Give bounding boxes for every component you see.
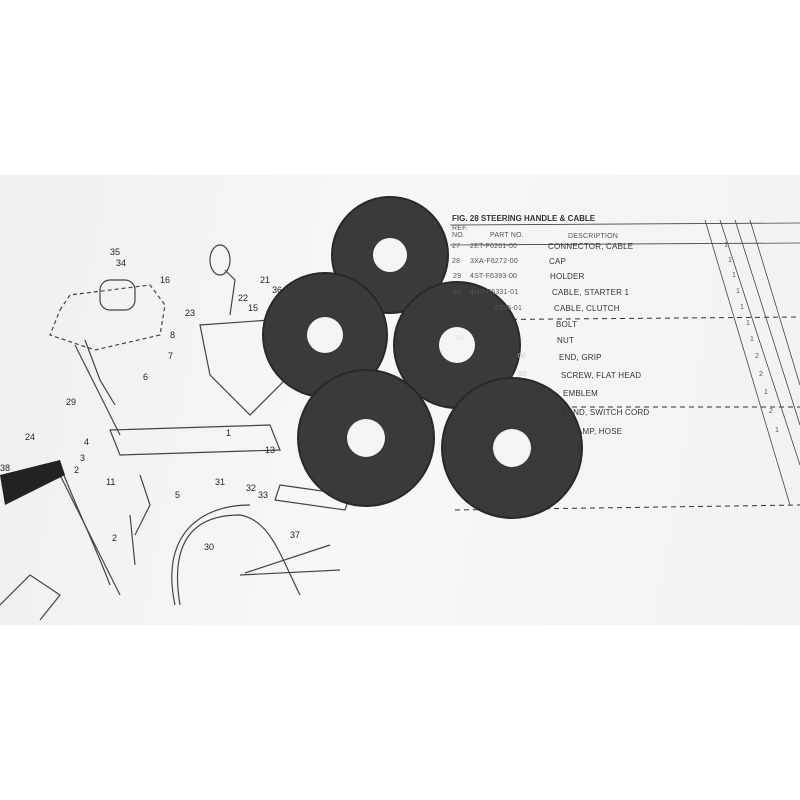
qty: 1: [750, 336, 755, 343]
callout: 2: [112, 533, 118, 543]
description: CABLE, STARTER 1: [552, 288, 630, 297]
callout: 23: [185, 308, 196, 318]
callout: 11: [106, 477, 116, 487]
description: EMBLEM: [563, 389, 598, 398]
qty: 1: [775, 427, 780, 434]
callout: 34: [116, 258, 127, 268]
header-ref: REF. NO.: [452, 225, 468, 239]
callout: 21: [260, 275, 271, 285]
qty: 1: [728, 257, 733, 264]
header-part: PART NO.: [490, 232, 524, 239]
description: NUT: [557, 336, 575, 345]
callout: 13: [265, 445, 276, 455]
qty: 1: [764, 389, 769, 396]
qty: 2: [759, 371, 764, 378]
callout: 4: [84, 437, 90, 447]
qty: 1: [724, 242, 729, 249]
callout: 22: [238, 293, 249, 303]
callout: 33: [258, 490, 269, 500]
description: CONNECTOR, CABLE: [548, 242, 634, 251]
callout: 24: [25, 432, 36, 442]
callout: 29: [66, 397, 77, 407]
qty: 1: [746, 320, 751, 327]
washers: [262, 196, 583, 519]
callout: 31: [215, 477, 226, 487]
callout: 1: [226, 428, 232, 438]
callout: 37: [290, 530, 301, 540]
callout: 2: [74, 465, 80, 475]
callout: 15: [248, 303, 259, 313]
description: BAND, SWITCH CORD: [562, 408, 650, 417]
ref: 29: [453, 273, 462, 280]
description: CAP: [549, 257, 567, 266]
qty: 1: [732, 272, 737, 279]
header-desc: DESCRIPTION: [568, 233, 619, 240]
callout: 32: [246, 483, 257, 493]
part-no: 2ET-F6261-00: [470, 243, 518, 250]
callout: 36: [272, 285, 283, 295]
description: BOLT: [556, 320, 578, 329]
callout: 8: [170, 330, 176, 340]
photo: FIG. 28 STEERING HANDLE & CABLE REF. NO.…: [0, 175, 800, 625]
description: HOLDER: [550, 272, 585, 281]
callout: 30: [204, 542, 215, 552]
qty: 2: [769, 408, 774, 415]
part-no: 4ST-F6393-00: [470, 273, 518, 280]
qty: 2: [755, 353, 760, 360]
ref: 27: [452, 243, 461, 250]
qty: 1: [736, 288, 741, 295]
callout: 3: [80, 453, 86, 463]
callout: 5: [175, 490, 181, 500]
callout: 35: [110, 247, 121, 257]
ref: 28: [452, 258, 461, 265]
qty: 1: [740, 304, 745, 311]
part-no: 3XA-F6272-00: [470, 258, 518, 265]
callout: 7: [168, 351, 174, 361]
description: CABLE, CLUTCH: [554, 304, 620, 313]
callout: 6: [143, 372, 149, 382]
part-no: 00: [518, 353, 527, 360]
part-no: 6335-01: [495, 305, 523, 312]
part-no: 4US-F6331-01: [470, 289, 519, 296]
figure-title: FIG. 28 STEERING HANDLE & CABLE: [452, 214, 596, 223]
description: END, GRIP: [559, 353, 602, 362]
description: AMP, HOSE: [577, 427, 623, 436]
ref: 30: [453, 289, 462, 296]
part-no: 30: [518, 371, 527, 378]
description: SCREW, FLAT HEAD: [561, 371, 642, 380]
parts-diagram-drawing: [0, 196, 800, 621]
callout: 16: [160, 275, 171, 285]
ref: 33: [456, 335, 465, 342]
callout: 38: [0, 463, 11, 473]
